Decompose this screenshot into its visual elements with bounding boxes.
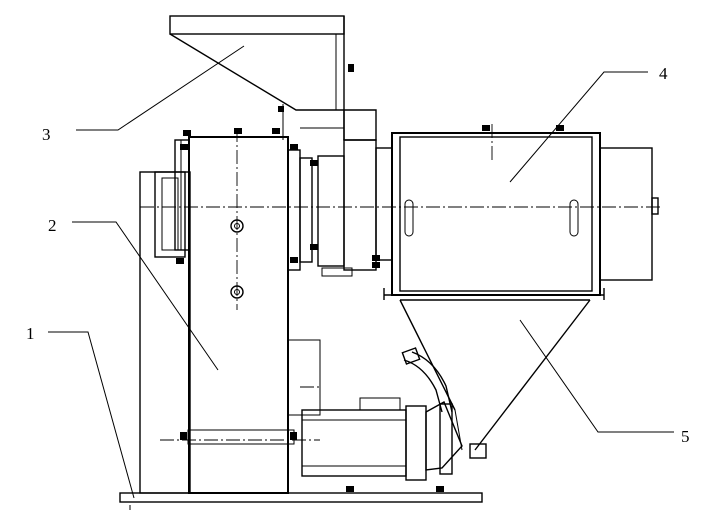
outlet-chute — [401, 347, 487, 459]
bolt-icon — [176, 64, 564, 492]
main-motor — [391, 132, 659, 296]
small-motor — [301, 397, 463, 481]
callout-3: 3 — [42, 125, 51, 144]
callout-2: 2 — [48, 216, 57, 235]
leader-lines — [48, 45, 674, 499]
base-plate — [119, 488, 483, 510]
shaft-coupling — [317, 139, 393, 277]
callout-5: 5 — [681, 427, 690, 446]
callout-1: 1 — [26, 324, 35, 343]
feed-hopper — [169, 15, 377, 141]
side-support-frame — [139, 171, 191, 494]
callout-4: 4 — [659, 64, 668, 83]
motor-stand — [383, 288, 605, 451]
